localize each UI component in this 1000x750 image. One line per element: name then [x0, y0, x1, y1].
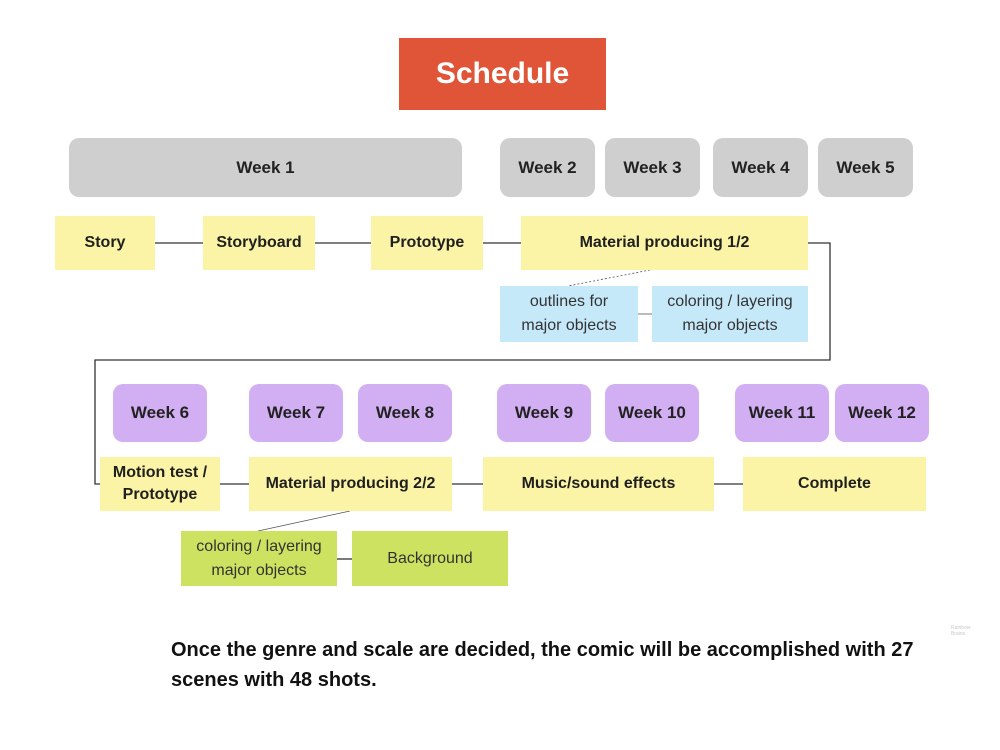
week-1-header: Week 1	[69, 138, 462, 197]
week-10-header: Week 10	[605, 384, 699, 442]
week-6-header: Week 6	[113, 384, 207, 442]
task-story: Story	[55, 216, 155, 270]
task-motion-test-prototype: Motion test / Prototype	[100, 457, 220, 511]
week-7-header: Week 7	[249, 384, 343, 442]
watermark-logo: Rainbow Brains	[951, 625, 971, 637]
week-5-header: Week 5	[818, 138, 913, 197]
week-11-header: Week 11	[735, 384, 829, 442]
subtask-outlines: outlines for major objects	[500, 286, 638, 342]
task-material-producing-2: Material producing 2/2	[249, 457, 452, 511]
week-8-header: Week 8	[358, 384, 452, 442]
task-storyboard: Storyboard	[203, 216, 315, 270]
subtask-coloring-layering-2: coloring / layering major objects	[181, 531, 337, 586]
week-12-header: Week 12	[835, 384, 929, 442]
task-complete: Complete	[743, 457, 926, 511]
week-3-header: Week 3	[605, 138, 700, 197]
connector-row1-to-row2	[94, 242, 831, 485]
week-2-header: Week 2	[500, 138, 595, 197]
task-prototype: Prototype	[371, 216, 483, 270]
week-9-header: Week 9	[497, 384, 591, 442]
week-4-header: Week 4	[713, 138, 808, 197]
footnote-text: Once the genre and scale are decided, th…	[171, 639, 914, 691]
connector-material1-sub	[567, 269, 651, 287]
connector-material2-sub	[257, 510, 351, 532]
subtask-background: Background	[352, 531, 508, 586]
task-music-sound-effects: Music/sound effects	[483, 457, 714, 511]
subtask-coloring-layering-1: coloring / layering major objects	[652, 286, 808, 342]
task-material-producing-1: Material producing 1/2	[521, 216, 808, 270]
page-title: Schedule	[399, 38, 606, 110]
